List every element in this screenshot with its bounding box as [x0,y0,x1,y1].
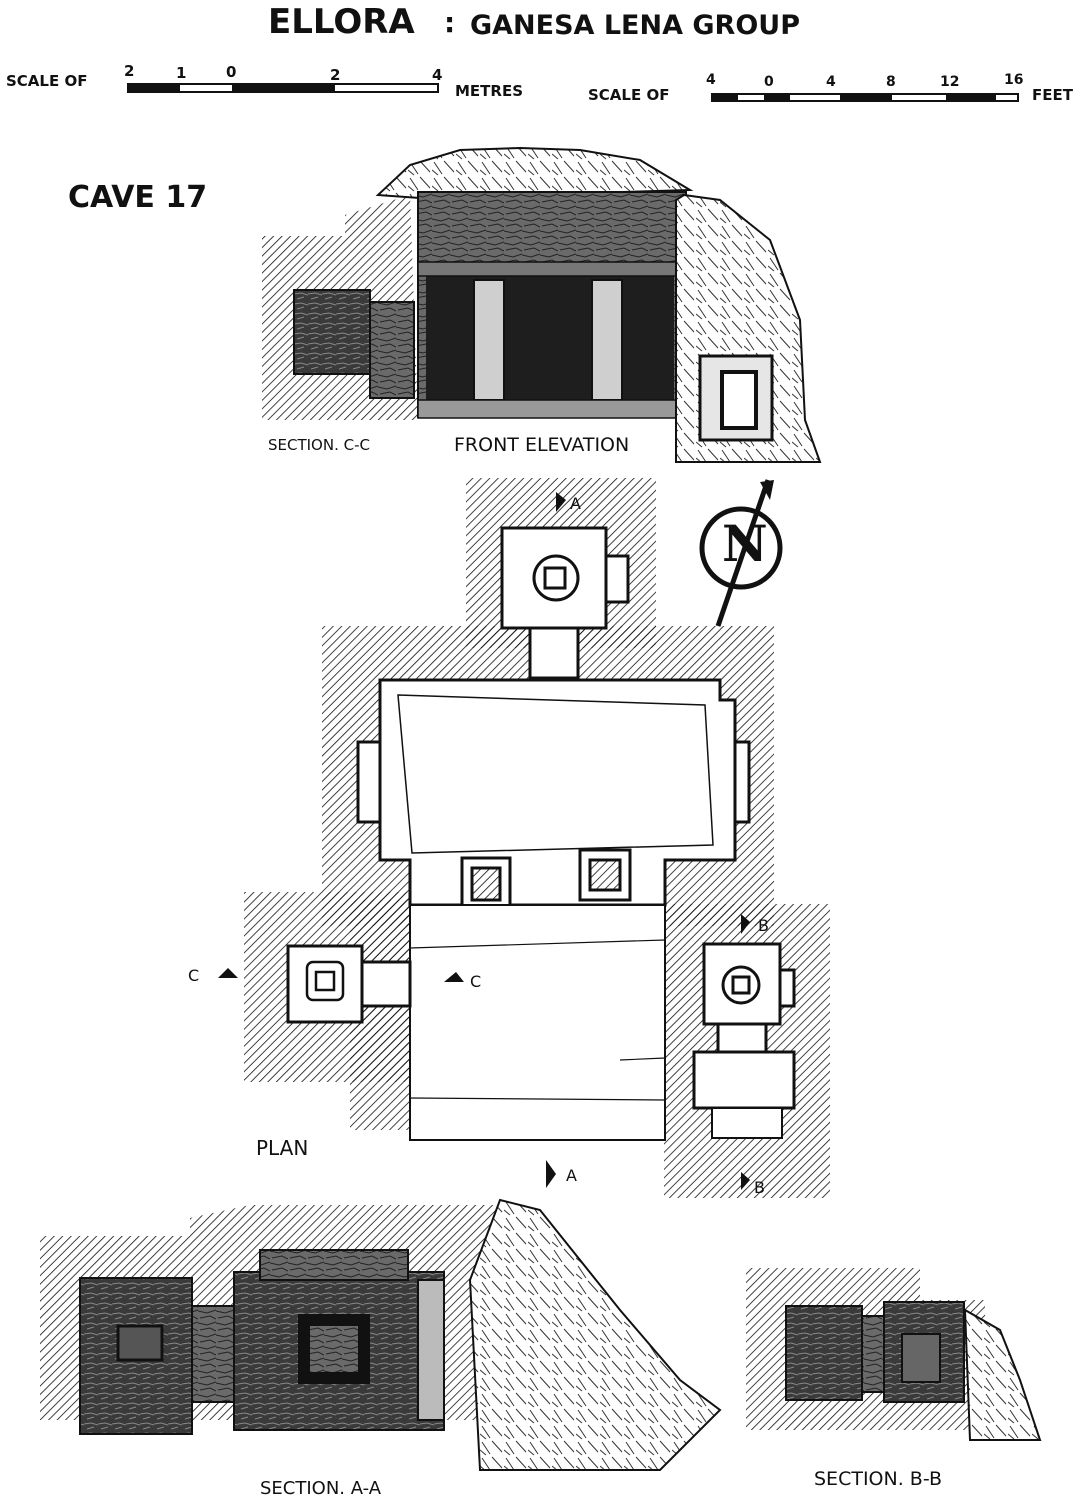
section-bb-caption: SECTION. B-B [814,1468,943,1490]
imperial-tick: 16 [1004,72,1024,88]
metric-tick: 4 [432,66,443,84]
cave-label: CAVE 17 [68,180,208,215]
marker-c-left: C [188,966,200,985]
imperial-tick: 12 [940,74,960,90]
imperial-scale-label: SCALE OF [588,86,670,104]
marker-c-right: C [470,972,482,991]
marker-b-bottom: B [754,1178,765,1197]
north-arrow-icon [699,479,783,627]
section-aa-drawing [40,1198,722,1471]
metric-tick: 1 [176,64,187,82]
metric-scale-label: SCALE OF [6,72,88,90]
metric-tick: 2 [124,62,135,80]
metric-tick: 0 [226,63,237,81]
section-cc-caption: SECTION. C-C [268,436,370,454]
marker-a-bottom: A [566,1166,577,1185]
title-rest: GANESA LENA GROUP [470,10,800,41]
front-elevation-caption: FRONT ELEVATION [454,434,630,456]
north-arrow-letter: N [722,514,768,573]
metric-scale-unit: METRES [455,82,524,100]
section-aa-caption: SECTION. A-A [260,1478,382,1499]
plan-drawing [218,478,830,1198]
marker-a-top: A [570,494,581,513]
imperial-tick: 0 [764,74,774,90]
imperial-scale-unit: FEET [1032,86,1073,104]
imperial-scale-bar [711,93,1019,102]
marker-b-top: B [758,916,769,935]
metric-tick: 2 [330,66,341,84]
title-main: ELLORA [268,2,415,42]
imperial-tick: 4 [826,74,836,90]
title-colon: : [444,6,456,39]
imperial-tick: 8 [886,74,896,90]
front-elevation-drawing [262,146,822,463]
section-bb-drawing [746,1268,1042,1441]
plan-caption: PLAN [256,1136,309,1160]
metric-scale-bar [127,83,439,93]
imperial-tick: 4 [706,72,716,88]
